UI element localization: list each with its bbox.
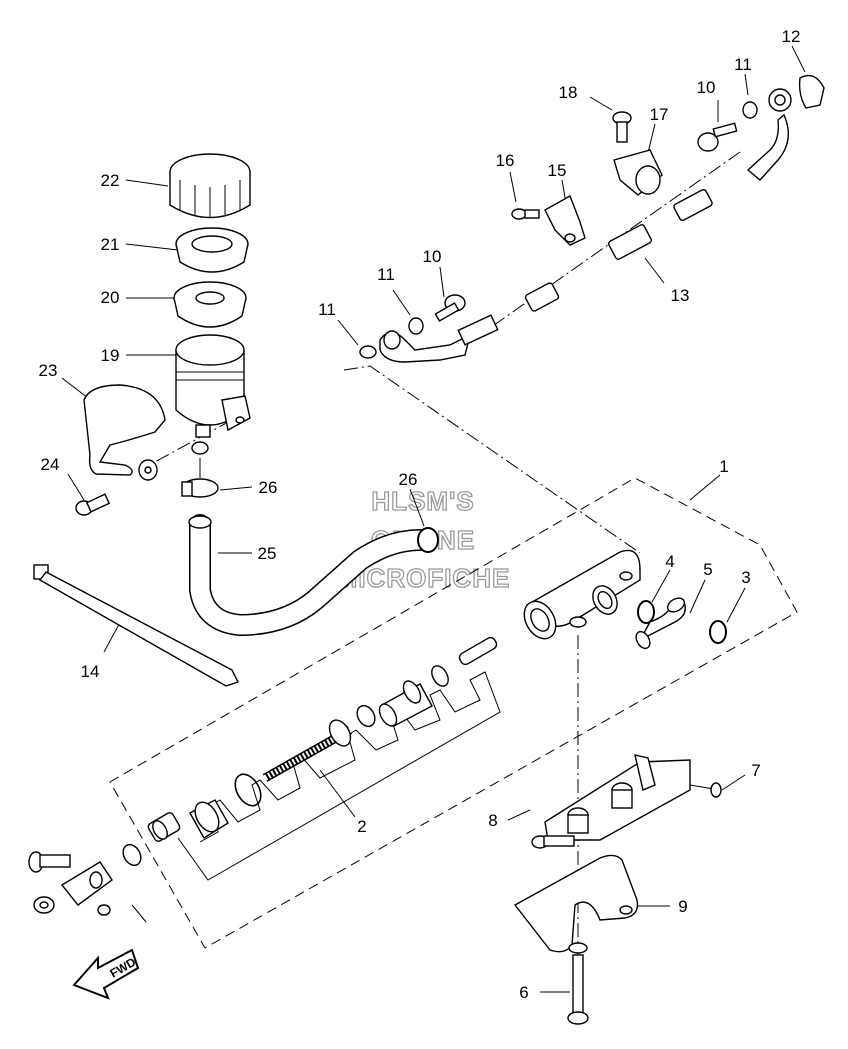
callout-21: 21 [101, 235, 120, 254]
callout-3: 3 [741, 568, 750, 587]
callout-9: 9 [678, 897, 687, 916]
reservoir-cover [83, 384, 166, 481]
circlip-3 [709, 620, 727, 644]
callout-11-left: 11 [318, 300, 336, 319]
piston-kit [147, 636, 498, 842]
callout-18: 18 [559, 83, 578, 102]
callout-10-lower: 10 [423, 247, 442, 266]
diaphragm [173, 281, 247, 328]
bolt-24 [75, 493, 111, 516]
callout-15: 15 [548, 161, 567, 180]
reservoir-tank [175, 334, 251, 438]
part-2-bracket [177, 671, 501, 881]
callout-8: 8 [488, 811, 497, 830]
hose-clip-lower [417, 527, 439, 553]
callout-12: 12 [782, 27, 801, 46]
master-cylinder-body [523, 549, 641, 640]
callout-10-upper: 10 [697, 78, 716, 97]
watermark-line-3: MICROFICHE [336, 563, 511, 593]
callout-19: 19 [101, 346, 120, 365]
bolt-8 [531, 835, 575, 849]
callout-16: 16 [496, 151, 515, 170]
callout-22: 22 [101, 171, 120, 190]
callout-26-upper: 26 [259, 478, 278, 497]
callout-4: 4 [665, 552, 674, 571]
o-ring [637, 600, 655, 624]
callout-5: 5 [703, 560, 712, 579]
callout-13: 13 [671, 286, 690, 305]
callout-20: 20 [101, 288, 120, 307]
callout-24: 24 [41, 455, 60, 474]
guard-plate [513, 854, 639, 953]
callout-25: 25 [258, 544, 277, 563]
callout-17: 17 [650, 105, 669, 124]
callout-14: 14 [81, 662, 100, 681]
bolt-6 [567, 942, 589, 1025]
callout-labels: 1 2 3 4 5 6 7 8 9 10 10 11 11 11 12 13 1… [39, 27, 801, 1002]
reservoir-cap [169, 153, 251, 219]
direction-arrow: FWD [72, 948, 140, 1000]
callout-7: 7 [751, 761, 760, 780]
callout-6: 6 [519, 983, 528, 1002]
callout-1: 1 [719, 457, 728, 476]
brake-hose [359, 88, 792, 363]
hose-clip-upper [181, 441, 219, 498]
watermark-line-1: HLSM'S [371, 486, 474, 516]
callout-11-middle: 11 [377, 265, 395, 284]
hose-clamps [511, 74, 825, 246]
diaphragm-plate [175, 227, 249, 273]
hose-joint [635, 597, 686, 650]
cable-tie [33, 564, 239, 687]
bracket [544, 754, 722, 841]
callout-26-lower: 26 [399, 470, 418, 489]
assembly-boundary [109, 477, 798, 949]
callout-11-right: 11 [734, 55, 752, 74]
callout-2: 2 [357, 817, 366, 836]
callout-23: 23 [39, 361, 58, 380]
clevis-assembly [28, 843, 147, 923]
